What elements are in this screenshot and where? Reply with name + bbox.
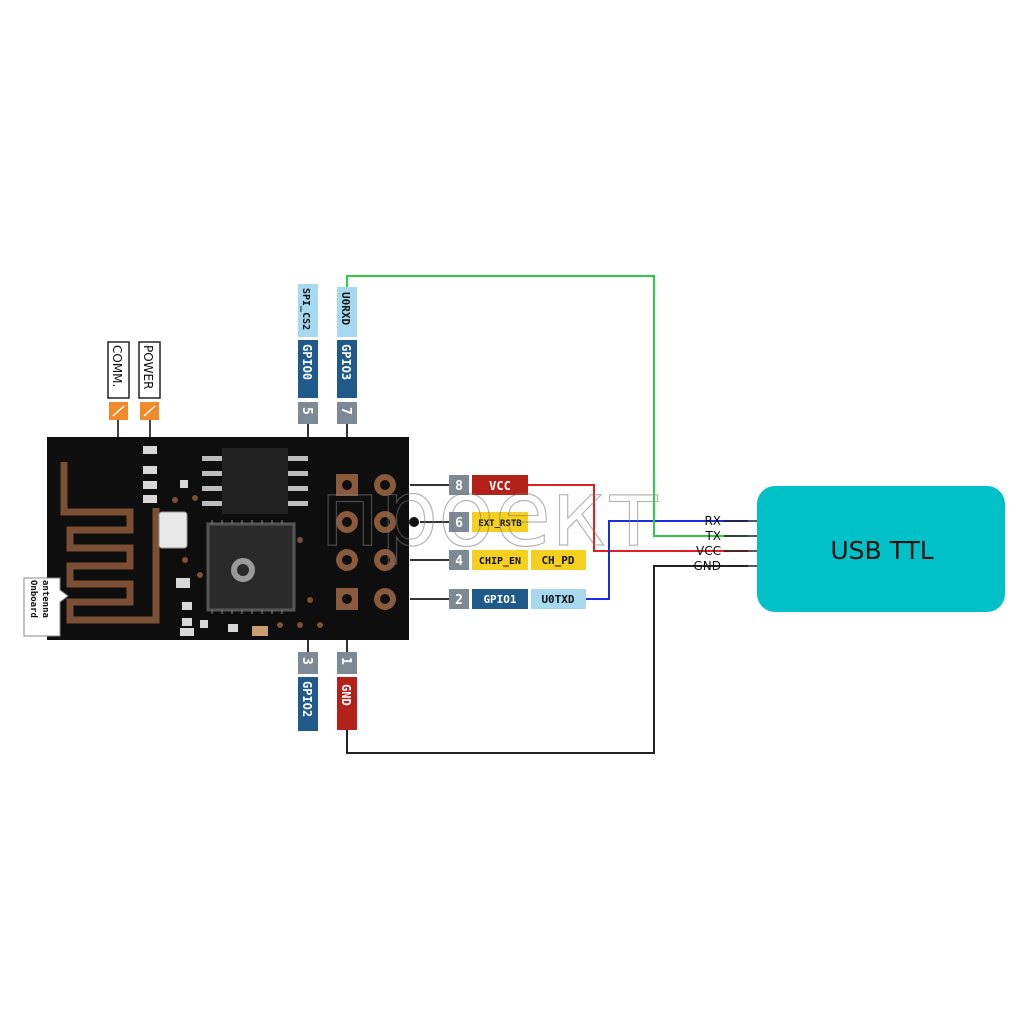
wire-tx: [586, 520, 748, 600]
smd-components: [143, 446, 268, 636]
wire-vcc: [528, 484, 748, 552]
pin8-name-label: VCC: [489, 479, 511, 493]
pin2-name-label: GPIO1: [483, 593, 516, 606]
pin-tags-right: 8 VCC 6 EXT_RSTB 4 CHIP_EN CH_PD 2 GPIO1…: [449, 475, 586, 609]
pin5-num-label: 5: [299, 407, 314, 415]
pin-tags-top: U0RXD GPIO3 7 SPI_CS2 GPIO0 5: [298, 284, 357, 424]
esp8266-chip: [206, 520, 296, 614]
watermark: проект: [320, 460, 661, 567]
pin2-num-label: 2: [455, 593, 463, 608]
pin5-name-label: GPIO0: [300, 344, 314, 380]
pin1-name-label: GND: [339, 684, 353, 706]
pin7-num-label: 7: [338, 407, 353, 415]
pin3-num-label: 3: [299, 657, 314, 665]
led-comm-label: COMM.: [110, 345, 124, 387]
header-pins: [336, 474, 396, 610]
led-labels: COMM. POWER: [107, 341, 161, 420]
usb-ttl-body: [757, 486, 1005, 612]
pin5-alt-label: SPI_CS2: [300, 288, 311, 330]
usb-pin-rx: RX: [704, 514, 721, 528]
pin7-name-label: GPIO3: [339, 344, 353, 380]
pin8-num-label: 8: [455, 479, 463, 494]
usb-pin-tx: TX: [704, 529, 721, 543]
pin4-name-label: CHIP_EN: [479, 556, 521, 567]
pin1-num-label: 1: [338, 657, 353, 665]
crystal: [158, 511, 188, 549]
pin2-alt-label: U0TXD: [541, 593, 574, 606]
wire-rx: [346, 275, 748, 537]
esp01-board: [47, 437, 419, 640]
pin6-num-label: 6: [455, 516, 463, 531]
pin4-alt-label: CH_PD: [541, 554, 574, 567]
usb-pin-vcc: VCC: [696, 544, 721, 558]
usb-ttl-pins: RX TX VCC GND: [693, 514, 721, 573]
pin-tags-bottom: 3 GPIO2 1 GND: [298, 652, 357, 731]
pin6-name-label: EXT_RSTB: [478, 519, 522, 529]
antenna-label: Onboard antenna: [23, 577, 69, 637]
usb-ttl-title: USB TTL: [830, 536, 933, 565]
led-power-label: POWER: [141, 345, 155, 389]
reset-marker-dot: [409, 517, 419, 527]
pin4-num-label: 4: [455, 554, 463, 569]
vias: [172, 495, 323, 628]
pin3-name-label: GPIO2: [300, 681, 314, 717]
usb-ttl-module: USB TTL RX TX VCC GND: [693, 486, 1005, 612]
pin7-alt-label: U0RXD: [339, 292, 352, 325]
flash-chip: [202, 448, 308, 514]
wire-gnd: [346, 565, 748, 754]
antenna-label-line2: antenna: [40, 580, 50, 618]
antenna-label-line1: Onboard: [28, 580, 38, 618]
usb-pin-gnd: GND: [693, 559, 721, 573]
antenna-trace: [60, 462, 160, 624]
